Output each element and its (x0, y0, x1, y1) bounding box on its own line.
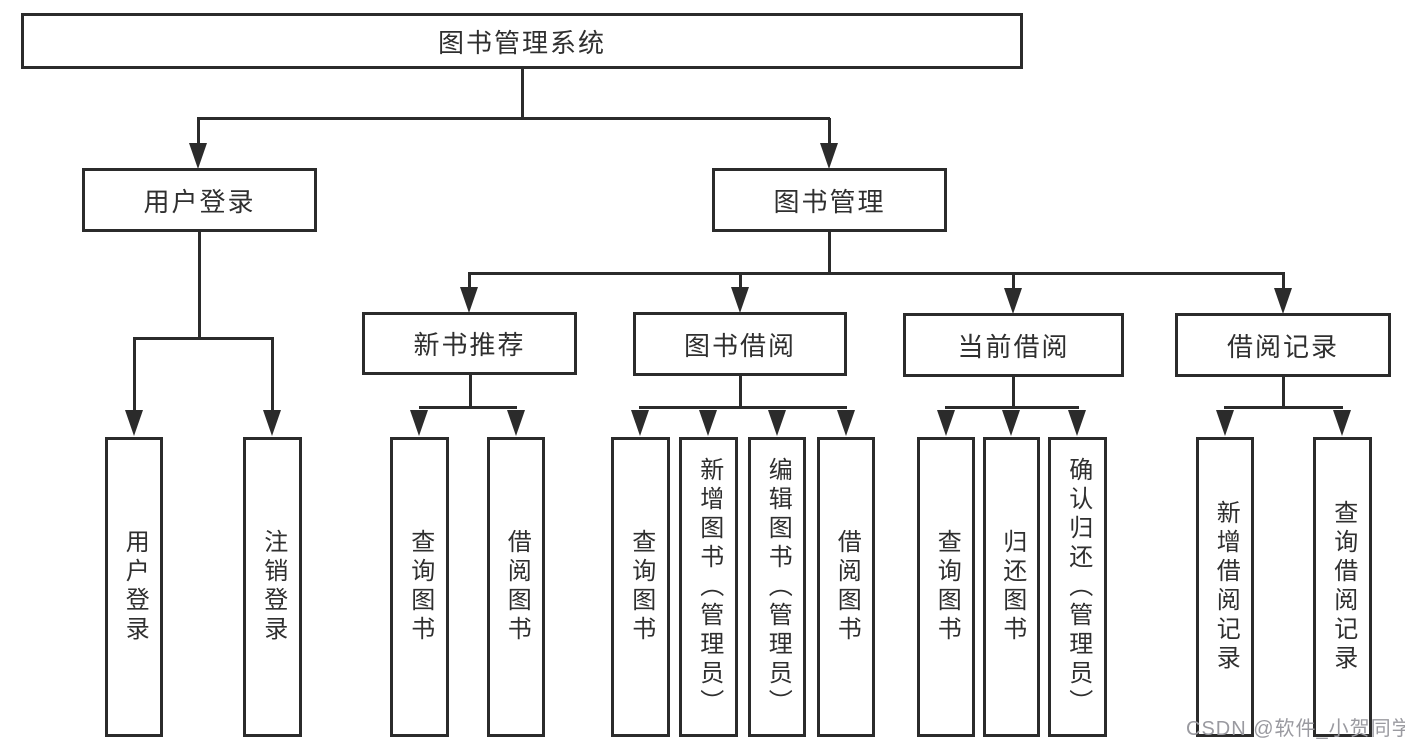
connector-line (827, 118, 831, 147)
arrow-down-icon (263, 410, 281, 436)
arrow-down-icon (460, 287, 478, 313)
leaf-edit-book-admin: 编辑图书（管理员） (748, 437, 806, 737)
arrow-down-icon (1068, 410, 1086, 436)
connector-line (467, 272, 471, 290)
leaf-query-books-borrowing-label: 查询图书 (627, 529, 655, 645)
arrow-down-icon (820, 143, 838, 169)
leaf-borrow-books-recommend-label: 借阅图书 (503, 529, 531, 645)
arrow-down-icon (731, 287, 749, 313)
arrow-down-icon (699, 410, 717, 436)
arrow-down-icon (1216, 410, 1234, 436)
connector-line (520, 69, 524, 120)
leaf-add-book-admin: 新增图书（管理员） (679, 437, 738, 737)
connector-line (468, 375, 472, 408)
node-user-login: 用户登录 (82, 168, 317, 232)
arrow-down-icon (937, 410, 955, 436)
connector-line (1281, 377, 1285, 408)
arrow-down-icon (1333, 410, 1351, 436)
leaf-logout-label: 注销登录 (259, 529, 287, 645)
leaf-borrow-books-recommend: 借阅图书 (487, 437, 545, 737)
connector-line (639, 406, 847, 409)
arrow-down-icon (768, 410, 786, 436)
node-borrowing-records-label: 借阅记录 (1226, 331, 1339, 362)
leaf-query-books-recommend-label: 查询图书 (406, 529, 434, 645)
connector-line (738, 376, 742, 408)
leaf-confirm-return-admin-label: 确认归还（管理员） (1064, 456, 1092, 718)
leaf-edit-book-admin-label: 编辑图书（管理员） (764, 456, 792, 718)
leaf-query-borrow-record: 查询借阅记录 (1313, 437, 1372, 737)
connector-line (197, 117, 830, 120)
connector-line (197, 232, 201, 340)
node-current-borrowing-label: 当前借阅 (957, 331, 1070, 362)
node-borrowing-records: 借阅记录 (1175, 313, 1391, 377)
connector-line (1011, 272, 1015, 290)
node-user-login-label: 用户登录 (143, 186, 256, 217)
leaf-return-book: 归还图书 (983, 437, 1040, 737)
arrow-down-icon (1004, 288, 1022, 314)
connector-line (270, 337, 274, 412)
node-new-book-recommend: 新书推荐 (362, 312, 577, 375)
node-current-borrowing: 当前借阅 (903, 313, 1124, 377)
arrow-down-icon (189, 143, 207, 169)
leaf-add-borrow-record-label: 新增借阅记录 (1212, 500, 1240, 674)
connector-line (468, 272, 1284, 275)
connector-line (1011, 377, 1015, 408)
node-root: 图书管理系统 (21, 13, 1023, 69)
connector-line (419, 406, 517, 409)
arrow-down-icon (125, 410, 143, 436)
leaf-add-book-admin-label: 新增图书（管理员） (695, 456, 723, 718)
arrow-down-icon (837, 410, 855, 436)
leaf-query-borrow-record-label: 查询借阅记录 (1329, 500, 1357, 674)
arrow-down-icon (631, 410, 649, 436)
node-book-borrowing: 图书借阅 (633, 312, 847, 376)
connector-line (196, 118, 200, 147)
watermark-text: CSDN @软件_小贺同学 (1186, 718, 1405, 740)
connector-line (827, 232, 831, 275)
arrow-down-icon (507, 410, 525, 436)
arrow-down-icon (1002, 410, 1020, 436)
leaf-add-borrow-record: 新增借阅记录 (1196, 437, 1254, 737)
node-book-management-label: 图书管理 (773, 186, 886, 217)
leaf-return-book-label: 归还图书 (998, 529, 1026, 645)
connector-line (132, 337, 136, 412)
arrow-down-icon (1274, 288, 1292, 314)
leaf-borrow-books-borrowing: 借阅图书 (817, 437, 875, 737)
leaf-confirm-return-admin: 确认归还（管理员） (1048, 437, 1107, 737)
connector-line (1281, 272, 1285, 290)
leaf-query-books-borrowing: 查询图书 (611, 437, 670, 737)
node-book-borrowing-label: 图书借阅 (683, 330, 796, 361)
leaf-query-books-current: 查询图书 (917, 437, 975, 737)
connector-line (1224, 406, 1343, 409)
leaf-borrow-books-borrowing-label: 借阅图书 (833, 529, 861, 645)
connector-line (738, 272, 742, 290)
leaf-user-login-label: 用户登录 (121, 529, 149, 645)
node-book-management: 图书管理 (712, 168, 947, 232)
node-new-book-recommend-label: 新书推荐 (413, 330, 526, 360)
node-root-label: 图书管理系统 (437, 27, 606, 58)
leaf-query-books-recommend: 查询图书 (390, 437, 449, 737)
leaf-user-login: 用户登录 (105, 437, 163, 737)
leaf-logout: 注销登录 (243, 437, 302, 737)
arrow-down-icon (410, 410, 428, 436)
leaf-query-books-current-label: 查询图书 (933, 529, 961, 645)
connector-line (133, 337, 273, 340)
connector-line (945, 406, 1079, 409)
